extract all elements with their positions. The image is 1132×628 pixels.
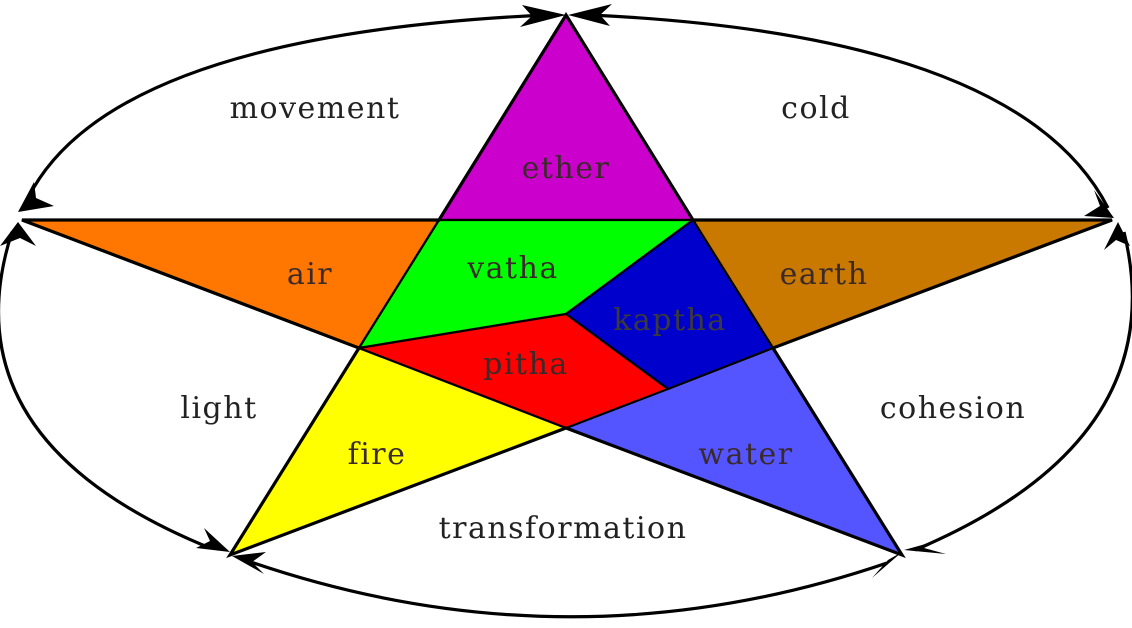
star-outline (21, 11, 1113, 559)
arrowhead-bottom-left-a (196, 528, 230, 552)
arrowheads (0, 4, 1130, 578)
label-ether: ether (522, 151, 611, 186)
label-water: water (698, 437, 793, 472)
arrowhead-top-right (568, 4, 612, 26)
arrowhead-upper-left (18, 182, 54, 212)
arc-bottom (244, 558, 888, 619)
label-vatha: vatha (466, 251, 559, 286)
arc-right (914, 231, 1132, 552)
arrowhead-bottom-left-b (232, 552, 266, 574)
pentagram (21, 11, 1113, 559)
dosha-labels: vatha kaptha pitha (466, 251, 727, 382)
wedge-ether (437, 12, 695, 222)
label-fire: fire (348, 437, 407, 472)
arc-top-left (26, 13, 547, 199)
label-kaptha: kaptha (613, 303, 727, 338)
outer-ellipse (0, 13, 1132, 619)
arrowhead-lower-left (0, 222, 36, 246)
label-air: air (287, 257, 333, 292)
arrowhead-lower-right (1104, 222, 1130, 250)
arc-left (0, 231, 211, 550)
element-labels: ether air earth fire water (287, 151, 869, 472)
label-cohesion: cohesion (880, 391, 1026, 426)
arrowhead-top-left (520, 5, 566, 27)
region-pitha (354, 312, 671, 430)
quality-labels: movement cold light cohesion transformat… (180, 91, 1026, 546)
arrowhead-bottom-right-a (872, 552, 902, 578)
arrowhead-upper-right (1084, 190, 1114, 218)
label-movement: movement (230, 91, 401, 126)
arrowhead-bottom-right-b (904, 540, 946, 554)
arc-top-right (589, 13, 1110, 209)
label-pitha: pitha (483, 347, 569, 382)
label-earth: earth (780, 257, 869, 292)
label-light: light (180, 391, 257, 426)
label-cold: cold (781, 91, 851, 126)
label-transformation: transformation (439, 511, 688, 546)
